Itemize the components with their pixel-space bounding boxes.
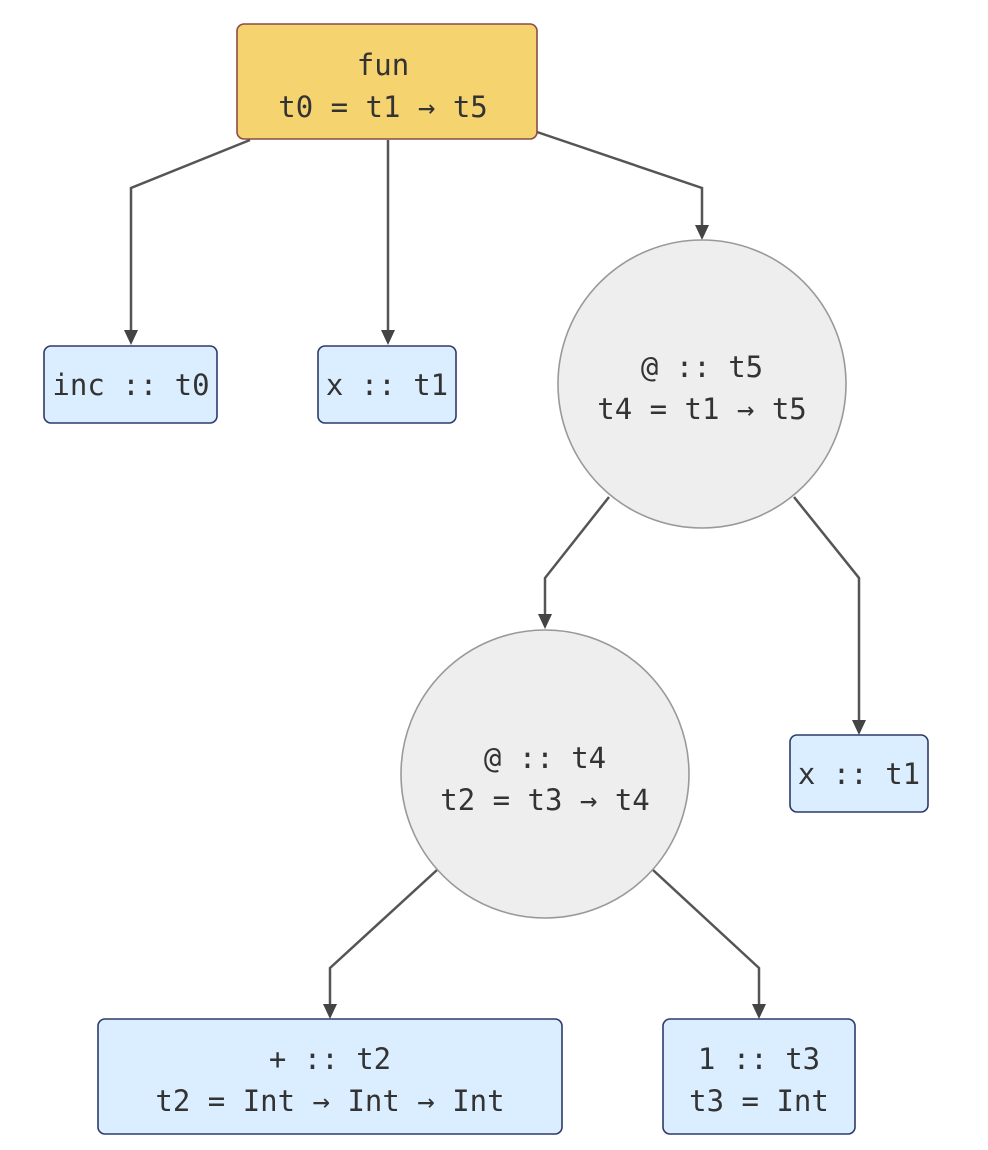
edge-app4-to-plus [328, 869, 438, 1005]
arrowhead-app5 [695, 225, 709, 240]
node-app-t4: @ :: t4 t2 = t3 → t4 [400, 629, 690, 919]
edge-root-to-app5 [536, 130, 704, 226]
node-app-t4-label: @ :: t4 [484, 741, 606, 775]
node-root-type: t0 = t1 → t5 [278, 90, 488, 124]
node-app-t5-type: t4 = t1 → t5 [597, 392, 807, 426]
edge-app5-to-x-right [793, 496, 861, 721]
arrowhead-x-right [852, 720, 866, 735]
node-inc-label: inc :: t0 [52, 368, 209, 402]
node-x-right-label: x :: t1 [798, 757, 920, 791]
arrowhead-x-left [381, 330, 395, 345]
arrowhead-app4 [538, 614, 552, 629]
node-x-left-label: x :: t1 [326, 368, 448, 402]
node-root-label: fun [357, 48, 409, 82]
edge-app5-to-app4 [543, 496, 610, 615]
node-x-right: x :: t1 [789, 734, 929, 813]
edge-root-to-inc [129, 138, 251, 332]
node-one-type: t3 = Int [689, 1084, 829, 1118]
node-inc: inc :: t0 [43, 345, 218, 424]
edge-app4-to-one [652, 869, 761, 1005]
arrowhead-plus [323, 1004, 337, 1019]
edges [124, 130, 866, 1019]
node-app-t5: @ :: t5 t4 = t1 → t5 [557, 239, 847, 529]
node-app-t4-type: t2 = t3 → t4 [440, 783, 650, 817]
node-x-left: x :: t1 [317, 345, 457, 424]
node-root-fun: fun t0 = t1 → t5 [236, 23, 538, 140]
arrowhead-inc [124, 330, 138, 345]
node-plus-label: + :: t2 [269, 1042, 391, 1076]
arrowhead-one [752, 1004, 766, 1019]
node-app-t5-label: @ :: t5 [641, 350, 763, 384]
node-one-label: 1 :: t3 [698, 1042, 820, 1076]
node-plus-type: t2 = Int → Int → Int [155, 1084, 504, 1118]
node-plus: + :: t2 t2 = Int → Int → Int [97, 1018, 563, 1135]
node-one: 1 :: t3 t3 = Int [662, 1018, 856, 1135]
